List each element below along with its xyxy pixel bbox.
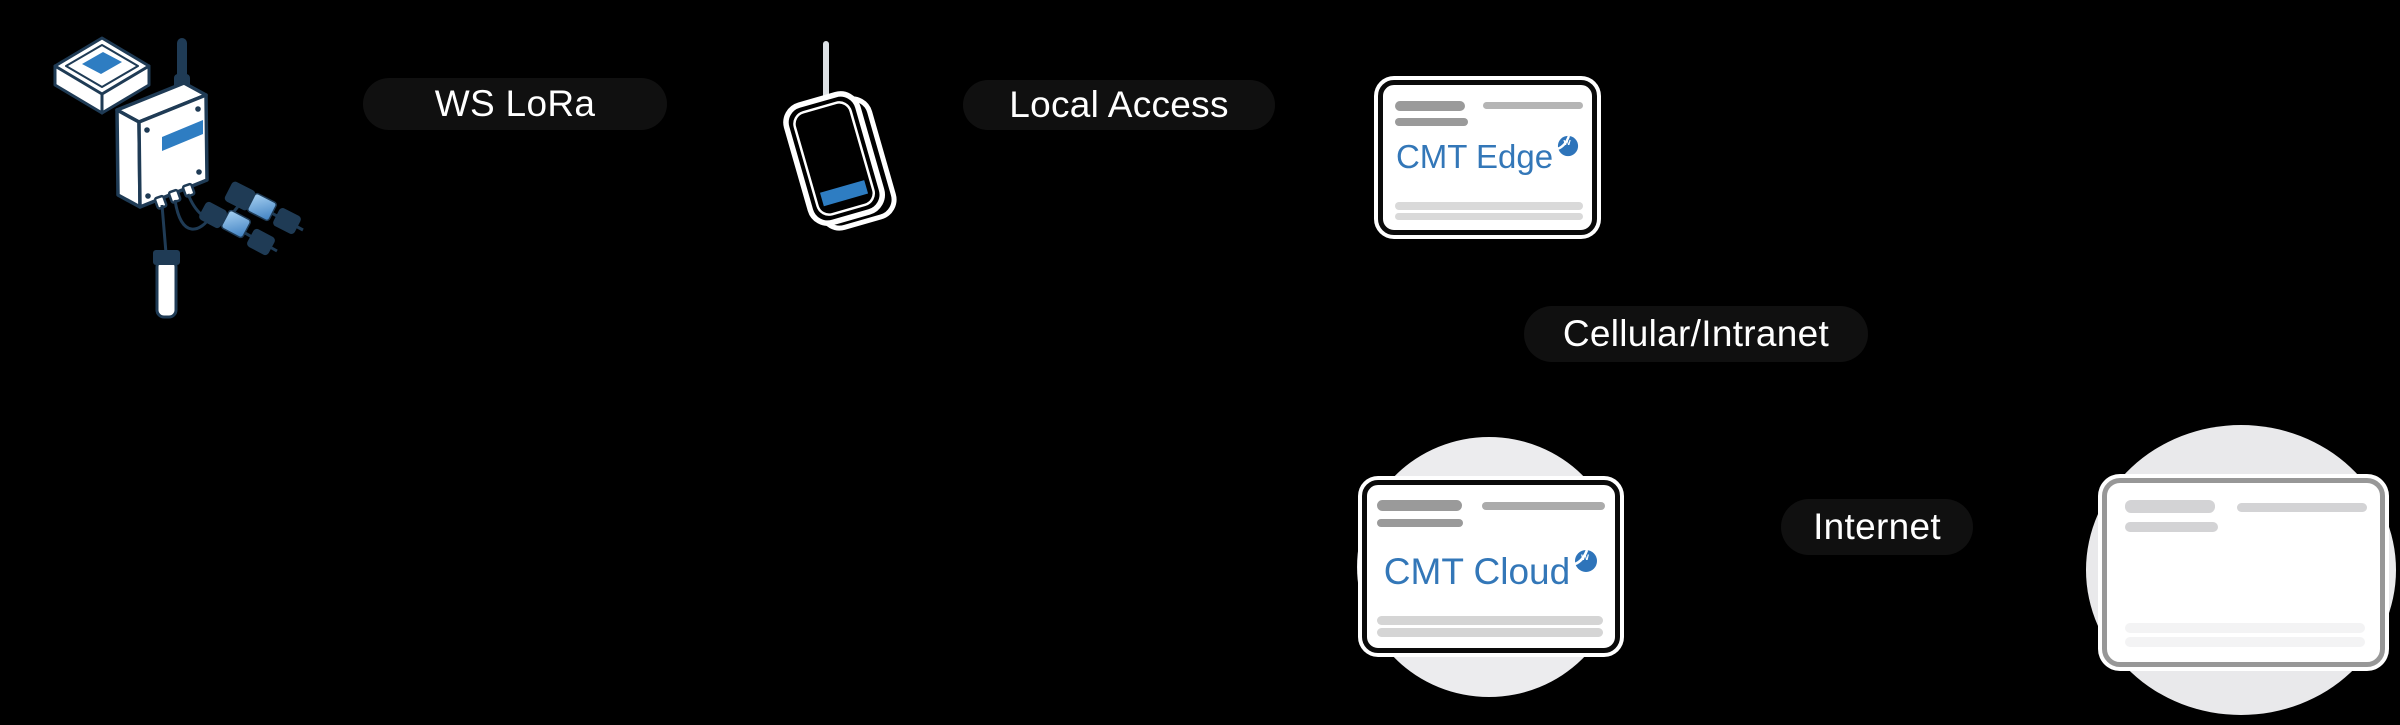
probe-icon [153,250,180,319]
skeleton-bar [1395,213,1583,220]
wisely-logo-icon: w [1557,135,1579,157]
skeleton-bar [1395,202,1583,210]
label-local-access: Local Access [963,80,1275,130]
label-local-access-text: Local Access [1009,84,1229,125]
skeleton-bar [1377,616,1603,625]
skeleton-bar [1377,519,1463,527]
label-cellular-intranet: Cellular/Intranet [1524,306,1868,362]
cmt-cloud-window: CMT Cloud w [1362,480,1620,653]
remote-browser-window [2102,478,2385,667]
datalogger-icon [115,38,209,210]
label-internet: Internet [1781,499,1973,555]
sensor-chain-icon [199,201,278,256]
skeleton-bar [2125,637,2365,647]
skeleton-bar [2125,500,2215,513]
skeleton-bar [2125,522,2218,532]
skeleton-bar [1377,500,1462,511]
wisely-logo-icon: w [1574,549,1598,572]
skeleton-bar [2125,623,2365,633]
label-ws-lora-text: WS LoRa [434,83,596,124]
skeleton-bar [1482,502,1605,510]
gateway-body-icon [783,91,897,231]
skeleton-bar [1483,102,1583,109]
cmt-edge-window: CMT Edge w [1378,80,1597,235]
skeleton-bar [1377,628,1603,637]
lora-gateway-icon [783,41,897,231]
skeleton-bar [1395,118,1468,126]
cmt-cloud-title-text: CMT Cloud [1383,551,1571,592]
skeleton-bar [2237,503,2367,512]
label-ws-lora: WS LoRa [363,78,667,130]
svg-text:w: w [1580,552,1589,563]
lora-sensor-datalogger-icon [53,36,304,319]
label-cellular-intranet-text: Cellular/Intranet [1562,313,1830,354]
cmt-edge-title: CMT Edge w [1383,135,1592,176]
cmt-cloud-title: CMT Cloud w [1367,549,1615,593]
label-internet-text: Internet [1813,506,1941,547]
skeleton-bar [1395,101,1465,111]
cmt-edge-title-text: CMT Edge [1395,138,1554,175]
sensor-chain-icon [224,181,304,234]
sensor-box-icon [53,36,151,115]
svg-text:w: w [1563,137,1572,147]
